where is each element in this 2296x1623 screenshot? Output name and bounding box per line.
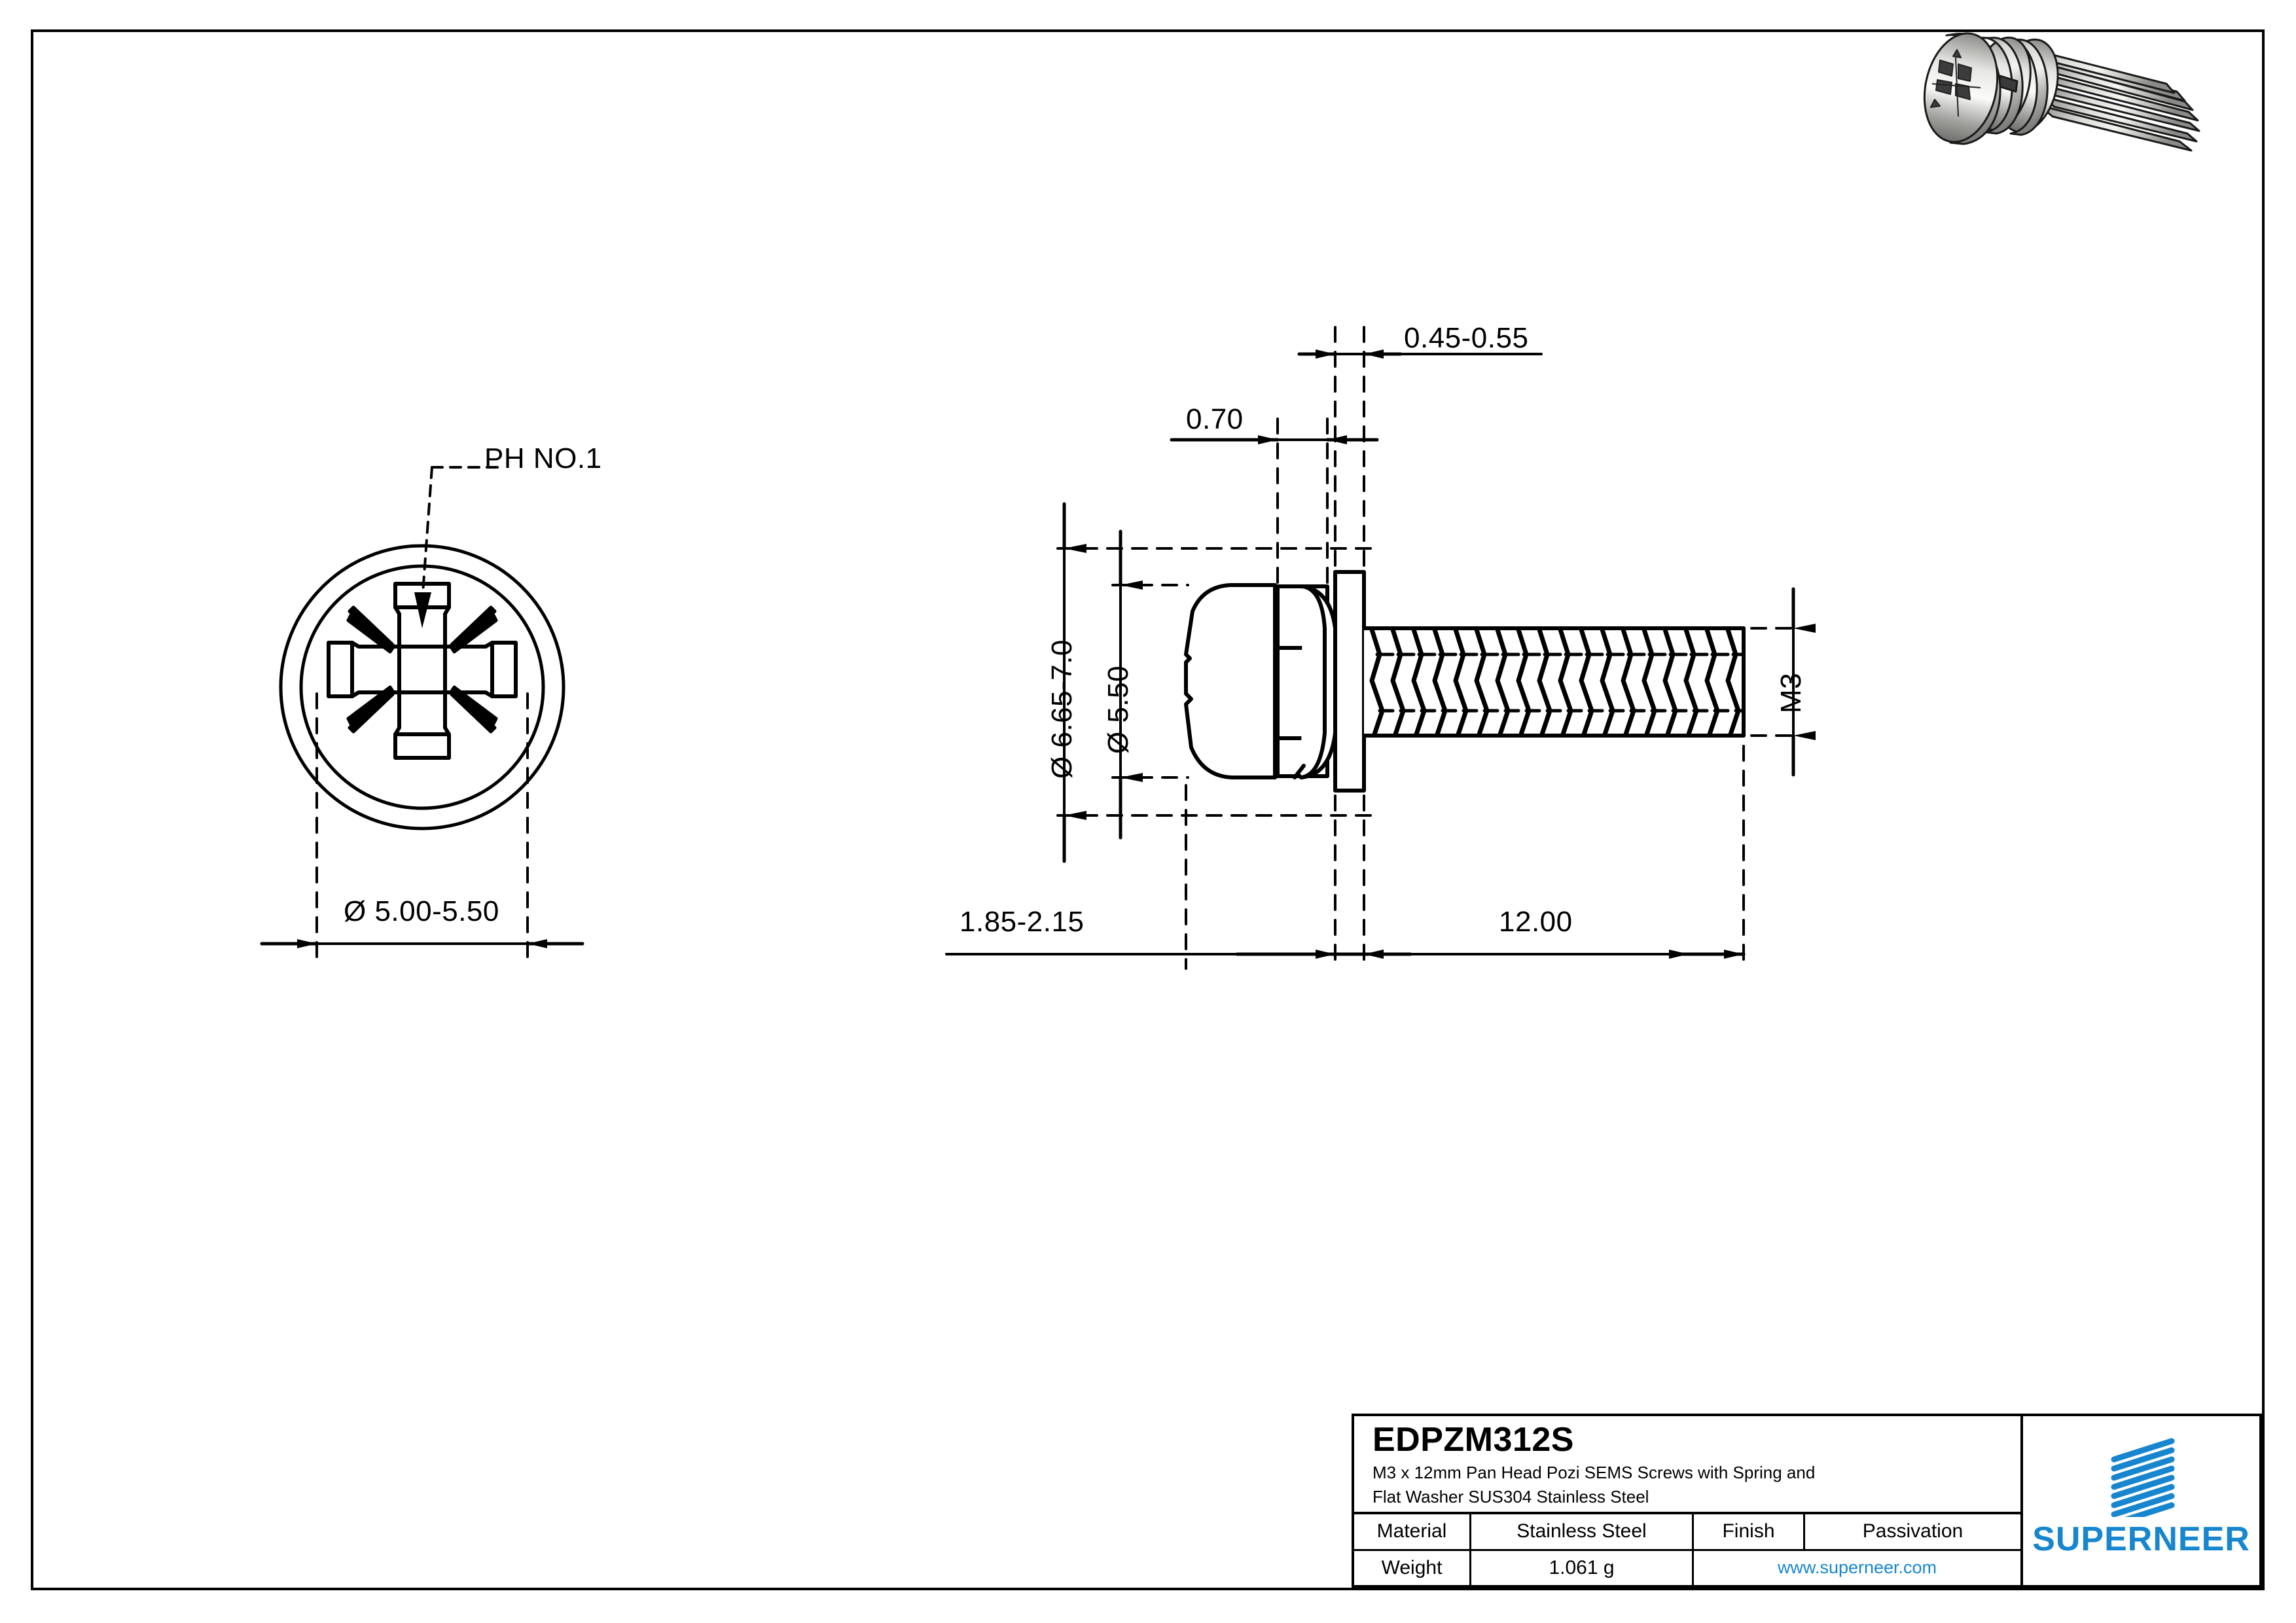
dim-head-diameter-top: Ø 5.00-5.50 <box>344 895 499 927</box>
title-block: EDPZM312S M3 x 12mm Pan Head Pozi SEMS S… <box>1352 1414 2262 1588</box>
finish-label: Finish <box>1692 1514 1803 1549</box>
website-link[interactable]: www.superneer.com <box>1692 1550 2020 1585</box>
dim-thread-size: M3 <box>1775 672 1807 713</box>
weight-value: 1.061 g <box>1469 1550 1692 1585</box>
material-value: Stainless Steel <box>1469 1514 1692 1549</box>
dim-washer-od: Ø 6.65-7.0 <box>1046 639 1078 779</box>
weight-label: Weight <box>1381 1556 1443 1578</box>
dim-flat-washer-thickness: 0.45-0.55 <box>1404 322 1529 354</box>
part-description: M3 x 12mm Pan Head Pozi SEMS Screws with… <box>1372 1461 2020 1509</box>
brand-wordmark: SUPERNEER <box>2032 1520 2250 1558</box>
dim-head-diameter-side: Ø 5.50 <box>1102 665 1134 754</box>
dim-thread-length: 12.00 <box>1499 906 1573 938</box>
finish-value: Passivation <box>1803 1514 2020 1549</box>
material-label: Material <box>1376 1520 1447 1543</box>
title-block-spec-rows: Material Stainless Steel Finish Passivat… <box>1354 1514 2020 1585</box>
part-description-line-2: Flat Washer SUS304 Stainless Steel <box>1372 1486 1649 1507</box>
callout-ph-no-1: PH NO.1 <box>484 442 602 474</box>
dim-spring-washer-thickness: 0.70 <box>1186 403 1244 435</box>
superneer-logo-icon <box>2111 1438 2174 1517</box>
dim-head-height: 1.85-2.15 <box>960 906 1085 938</box>
spec-row-weight: Weight 1.061 g www.superneer.com <box>1354 1548 2020 1585</box>
title-block-left: EDPZM312S M3 x 12mm Pan Head Pozi SEMS S… <box>1354 1416 2023 1585</box>
render-pozidriv-recess <box>1930 49 1972 108</box>
spec-row-material: Material Stainless Steel Finish Passivat… <box>1354 1514 2020 1549</box>
part-number: EDPZM312S <box>1372 1421 1574 1459</box>
brand-panel: SUPERNEER <box>2023 1416 2259 1585</box>
screw-3d-render <box>1923 32 2200 152</box>
title-block-header: EDPZM312S M3 x 12mm Pan Head Pozi SEMS S… <box>1354 1416 2020 1514</box>
drawing-frame <box>31 29 2265 1590</box>
part-description-line-1: M3 x 12mm Pan Head Pozi SEMS Screws with… <box>1372 1463 1816 1482</box>
render-pan-head <box>1923 32 2001 145</box>
